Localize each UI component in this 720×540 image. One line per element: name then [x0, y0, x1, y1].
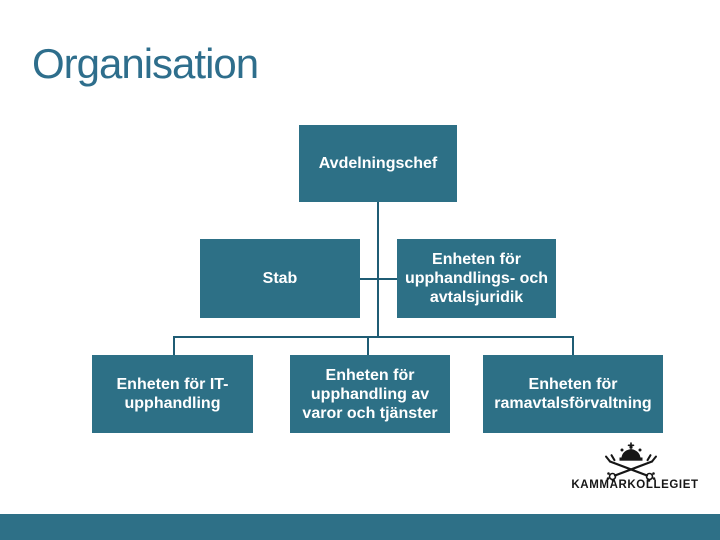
connector-level2-horizontal: [173, 336, 574, 338]
footer-accent-bar: [0, 514, 720, 540]
connector-root-vertical: [377, 202, 379, 337]
connector-drop-it: [173, 336, 175, 355]
org-node-ramavtalsforvaltning: Enheten för ramavtalsförvaltning: [483, 355, 663, 433]
connector-stab-horizontal: [360, 278, 397, 280]
slide-title: Organisation: [32, 40, 259, 87]
org-node-stab: Stab: [200, 239, 360, 318]
org-node-it-upphandling: Enheten för IT- upphandling: [92, 355, 253, 433]
connector-drop-varor: [367, 336, 369, 355]
connector-drop-ramavtal: [572, 336, 574, 355]
logo-wordmark: KAMMARKOLLEGIET: [571, 479, 699, 491]
org-node-upphandlings-avtalsjuridik: Enheten för upphandlings- och avtalsjuri…: [397, 239, 556, 318]
kammarkollegiet-logo: KAMMARKOLLEGIET: [565, 441, 705, 497]
crown-and-keys-icon: [605, 442, 657, 482]
org-node-upphandling-varor-tjanster: Enheten för upphandling av varor och tjä…: [290, 355, 450, 433]
org-node-avdelningschef: Avdelningschef: [299, 125, 457, 202]
